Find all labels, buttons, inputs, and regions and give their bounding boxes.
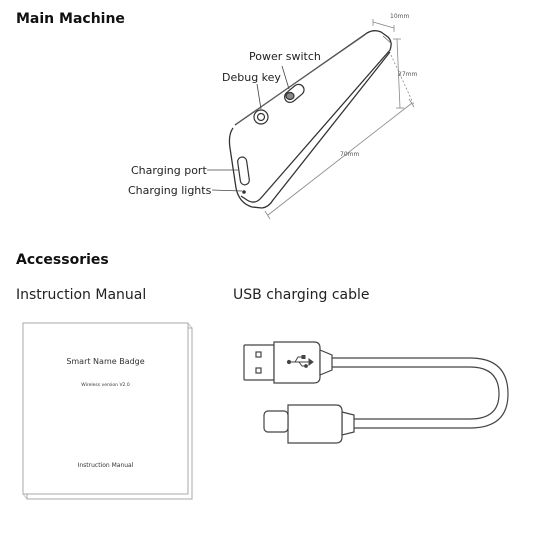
charging-light xyxy=(242,190,246,194)
charging-lights-label: Charging lights xyxy=(128,184,212,197)
instruction-manual-caption: Instruction Manual xyxy=(16,287,147,303)
main-machine-heading: Main Machine xyxy=(16,11,125,27)
manual-footer: Instruction Manual xyxy=(77,462,134,469)
charging-port-label: Charging port xyxy=(131,164,207,177)
debug-key xyxy=(253,109,269,125)
usb-c-plug xyxy=(263,410,289,433)
usb-cable-caption: USB charging cable xyxy=(233,287,370,303)
length-dimension: 70mm xyxy=(340,151,360,158)
thickness-dimension: 10mm xyxy=(390,13,410,20)
device-body xyxy=(228,30,393,209)
manual-version: Wireless version V2.0 xyxy=(81,383,130,388)
usb-c-housing xyxy=(287,404,355,444)
charging-port xyxy=(237,156,250,186)
usb-symbol-icon xyxy=(286,355,314,368)
manual-title: Smart Name Badge xyxy=(66,357,145,366)
power-switch-label: Power switch xyxy=(249,50,321,63)
power-switch xyxy=(284,83,305,104)
accessories-heading: Accessories xyxy=(16,252,109,268)
cable xyxy=(332,357,509,429)
debug-key-label: Debug key xyxy=(222,71,281,84)
usb-a-plug xyxy=(243,344,275,381)
height-dimension: 27mm xyxy=(398,71,418,78)
